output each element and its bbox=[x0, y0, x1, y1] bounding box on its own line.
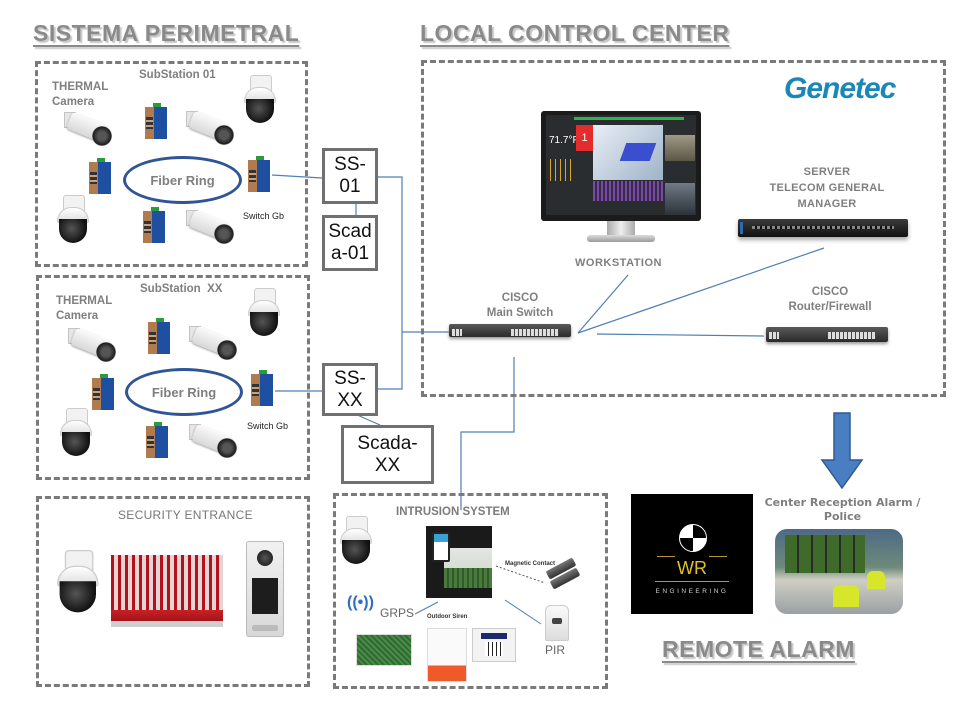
title-remote-alarm: REMOTE ALARM bbox=[662, 636, 855, 662]
link-ssxx-bus bbox=[376, 332, 403, 390]
grps-label: GRPS bbox=[380, 606, 415, 620]
pir-sensor-image bbox=[545, 605, 569, 641]
thermal-camera-icon bbox=[64, 111, 112, 146]
substation-01-title: SubStation 01 bbox=[139, 69, 216, 81]
title-sistema-perimetral: SISTEMA PERIMETRAL bbox=[33, 20, 300, 46]
node-ss-xx[interactable]: SS- XX bbox=[322, 363, 378, 416]
outdoor-siren-label: Outdoor Siren bbox=[427, 614, 468, 620]
cisco-router-firewall-image[interactable] bbox=[766, 327, 888, 342]
ptz-dome-camera-icon bbox=[244, 75, 276, 123]
bullet-camera-icon bbox=[189, 423, 237, 458]
workstation-screen: 71.7°F 1 bbox=[546, 115, 696, 215]
thermal-camera-icon bbox=[68, 327, 116, 362]
genetec-logo: Genetec bbox=[784, 72, 896, 105]
industrial-switch-icon bbox=[145, 103, 167, 139]
fiber-ring-label: Fiber Ring bbox=[151, 384, 217, 400]
logo-wr-text: WR bbox=[677, 558, 707, 578]
ptz-dome-camera-icon bbox=[57, 550, 99, 613]
industrial-switch-icon bbox=[92, 374, 114, 410]
link-ss01-bus bbox=[376, 176, 403, 332]
ptz-dome-camera-icon bbox=[57, 195, 89, 243]
main-switch-label: CISCO Main Switch bbox=[486, 292, 554, 319]
node-scada-01[interactable]: Scad a-01 bbox=[322, 215, 378, 271]
title-local-control-center: LOCAL CONTROL CENTER bbox=[420, 20, 730, 46]
fiber-ring-xx: Fiber Ring bbox=[125, 368, 243, 416]
intrusion-system-title: INTRUSION SYSTEM bbox=[396, 506, 510, 518]
security-entrance-title: SECURITY ENTRANCE bbox=[118, 508, 253, 522]
node-ss-01[interactable]: SS- 01 bbox=[322, 148, 378, 204]
switch-gb-label-01: Switch Gb bbox=[243, 211, 285, 221]
access-control-reader-image bbox=[246, 541, 284, 637]
substation-xx-box bbox=[36, 275, 310, 480]
gsm-module-image bbox=[356, 634, 412, 666]
node-scada-xx[interactable]: Scada- XX bbox=[341, 425, 434, 484]
antenna-icon: ((•)) bbox=[347, 594, 374, 611]
switch-gb-icon bbox=[248, 156, 270, 192]
pir-label: PIR bbox=[545, 643, 566, 657]
industrial-switch-icon bbox=[146, 422, 168, 458]
screen-alarm-count: 1 bbox=[576, 125, 593, 151]
fiber-ring-label: Fiber Ring bbox=[150, 172, 215, 188]
server-rack-image[interactable] bbox=[738, 219, 908, 237]
switch-gb-icon bbox=[251, 370, 273, 406]
bullet-camera-icon bbox=[186, 209, 234, 244]
industrial-switch-icon bbox=[148, 318, 170, 354]
bullet-camera-icon bbox=[189, 325, 237, 360]
alarm-control-panel-image bbox=[426, 526, 492, 598]
workstation-label: WORKSTATION bbox=[575, 257, 662, 269]
server-label: SERVER TELECOM GENERAL MANAGER bbox=[769, 166, 885, 210]
ptz-dome-camera-icon bbox=[248, 288, 280, 336]
security-entrance-box bbox=[36, 496, 310, 687]
local-control-center-box bbox=[421, 60, 946, 397]
center-reception-label: Center Reception Alarm / Police bbox=[764, 496, 921, 523]
industrial-switch-icon bbox=[89, 158, 111, 194]
substation-xx-title: SubStation XX bbox=[140, 283, 223, 295]
switch-gb-label-xx: Switch Gb bbox=[247, 421, 289, 431]
thermal-camera-label-01: THERMAL Camera bbox=[52, 81, 109, 108]
wr-engineering-logo: WR ENGINEERING bbox=[631, 494, 753, 614]
sliding-gate-image bbox=[111, 549, 223, 627]
substation-01-box bbox=[35, 61, 308, 267]
fiber-ring-01: Fiber Ring bbox=[123, 156, 242, 204]
down-arrow-icon bbox=[820, 412, 864, 490]
cisco-main-switch-image[interactable] bbox=[449, 324, 571, 337]
ptz-dome-camera-icon bbox=[60, 408, 92, 456]
router-label: CISCO Router/Firewall bbox=[788, 286, 872, 313]
outdoor-siren-image bbox=[427, 628, 467, 682]
ptz-dome-camera-icon bbox=[340, 516, 372, 564]
keypad-image bbox=[472, 628, 516, 662]
industrial-switch-icon bbox=[143, 207, 165, 243]
bullet-camera-icon bbox=[186, 110, 234, 145]
magnetic-contact-label: Magnetic Contact bbox=[505, 561, 556, 567]
thermal-camera-label-xx: THERMAL Camera bbox=[56, 295, 113, 322]
control-room-image bbox=[775, 529, 903, 614]
intrusion-system-box bbox=[333, 493, 608, 689]
screen-temperature: 71.7°F bbox=[549, 135, 579, 146]
target-icon bbox=[679, 524, 707, 552]
logo-engineering-text: ENGINEERING bbox=[655, 588, 729, 595]
